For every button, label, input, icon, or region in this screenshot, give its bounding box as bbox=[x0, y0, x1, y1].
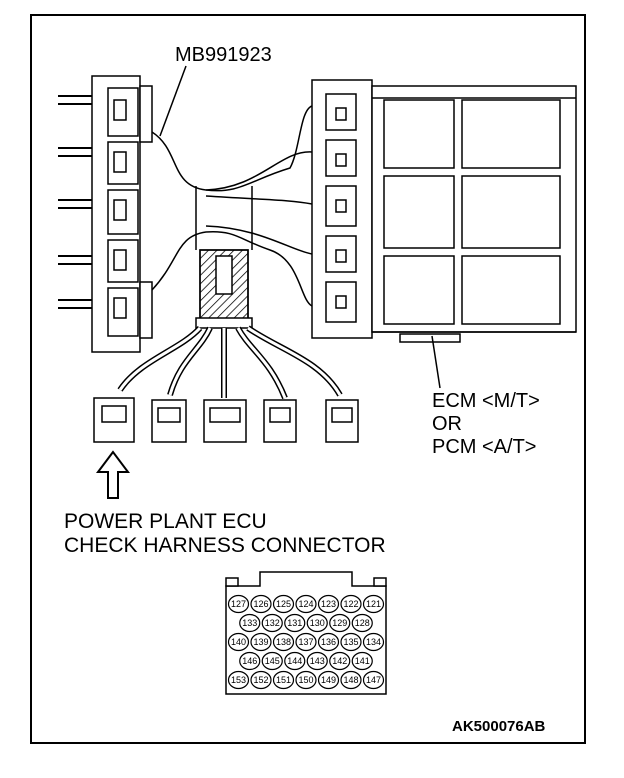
pin-circle bbox=[295, 632, 317, 652]
pin-circle bbox=[272, 632, 295, 652]
pin-number: 141 bbox=[355, 656, 370, 666]
pin-circle bbox=[362, 670, 385, 690]
pin-number: 127 bbox=[231, 599, 246, 609]
pin-number: 142 bbox=[332, 656, 347, 666]
pin-circle bbox=[227, 632, 250, 652]
ecm-label-line: ECM <M/T> bbox=[432, 390, 540, 412]
pin-circle bbox=[250, 670, 272, 690]
pin-number: 144 bbox=[287, 656, 302, 666]
pin-number: 138 bbox=[276, 637, 291, 647]
pin-circle bbox=[295, 670, 317, 690]
pin-number: 149 bbox=[321, 675, 336, 685]
pin-number: 133 bbox=[242, 618, 257, 628]
pin-number: 153 bbox=[231, 675, 246, 685]
pin-circle bbox=[340, 670, 362, 690]
pin-circle bbox=[340, 632, 362, 652]
pin-circle bbox=[306, 651, 328, 671]
leader-lines bbox=[159, 65, 441, 389]
pin-number: 148 bbox=[343, 675, 358, 685]
pin-grid: 127 126 125 124 123 122 121 133 132 131 130 129 128 1… bbox=[227, 594, 385, 690]
pin-circle bbox=[284, 651, 306, 671]
pin-number: 122 bbox=[343, 599, 358, 609]
pin-circle bbox=[239, 613, 261, 633]
pin-circle bbox=[351, 613, 373, 633]
pin-circle bbox=[317, 594, 340, 614]
pin-number: 123 bbox=[321, 599, 336, 609]
pin-number: 129 bbox=[332, 618, 347, 628]
pin-number: 146 bbox=[242, 656, 257, 666]
pin-number: 130 bbox=[310, 618, 325, 628]
pin-circle bbox=[340, 594, 362, 614]
pin-circle bbox=[317, 632, 340, 652]
pin-number: 131 bbox=[287, 618, 302, 628]
pin-number: 151 bbox=[276, 675, 291, 685]
pin-number: 126 bbox=[253, 599, 268, 609]
caption-line: POWER PLANT ECU bbox=[64, 510, 267, 533]
ecm-label-line: PCM <A/T> bbox=[432, 436, 537, 458]
pin-number: 147 bbox=[366, 675, 381, 685]
pin-circle bbox=[272, 670, 295, 690]
pin-number: 134 bbox=[366, 637, 381, 647]
pin-circle bbox=[261, 651, 283, 671]
pin-circle bbox=[329, 613, 351, 633]
left-stub-wires bbox=[58, 95, 92, 309]
pin-number: 125 bbox=[276, 599, 291, 609]
left-connector-stack bbox=[91, 75, 153, 353]
pin-number: 121 bbox=[366, 599, 381, 609]
pin-number: 152 bbox=[253, 675, 268, 685]
pin-number: 124 bbox=[298, 599, 313, 609]
figure-frame bbox=[30, 14, 586, 744]
pin-circle bbox=[272, 594, 295, 614]
pin-circle bbox=[306, 613, 328, 633]
pin-number: 137 bbox=[298, 637, 313, 647]
connector-caption: POWER PLANT ECU CHECK HARNESS CONNECTOR bbox=[64, 510, 386, 558]
pin-number: 143 bbox=[310, 656, 325, 666]
pin-number: 140 bbox=[231, 637, 246, 647]
up-arrow-icon bbox=[96, 450, 130, 499]
pin-circle bbox=[362, 632, 385, 652]
pin-circle bbox=[351, 651, 373, 671]
pin-circle bbox=[362, 594, 385, 614]
pin-number: 150 bbox=[298, 675, 313, 685]
pin-circle bbox=[227, 594, 250, 614]
pin-circle bbox=[261, 613, 283, 633]
pin-number: 139 bbox=[253, 637, 268, 647]
figure-code: AK500076AB bbox=[452, 718, 546, 735]
pin-circle bbox=[250, 594, 272, 614]
caption-line: CHECK HARNESS CONNECTOR bbox=[64, 534, 386, 558]
check-connectors bbox=[93, 397, 359, 443]
pin-circle bbox=[317, 670, 340, 690]
pin-circle bbox=[227, 670, 250, 690]
pin-circle bbox=[250, 632, 272, 652]
tool-label: MB991923 bbox=[175, 44, 272, 66]
ecm-label: ECM <M/T> OR PCM <A/T> bbox=[432, 390, 540, 459]
pin-circle bbox=[295, 594, 317, 614]
pin-number: 132 bbox=[265, 618, 280, 628]
pin-number: 136 bbox=[321, 637, 336, 647]
ecm-label-line: OR bbox=[432, 413, 462, 435]
check-harness bbox=[117, 105, 343, 400]
ecm-unit bbox=[311, 79, 577, 343]
pin-circle bbox=[329, 651, 351, 671]
pin-number: 128 bbox=[355, 618, 370, 628]
pin-number: 135 bbox=[343, 637, 358, 647]
pin-circle bbox=[284, 613, 306, 633]
pin-number: 145 bbox=[265, 656, 280, 666]
pin-circle bbox=[239, 651, 261, 671]
